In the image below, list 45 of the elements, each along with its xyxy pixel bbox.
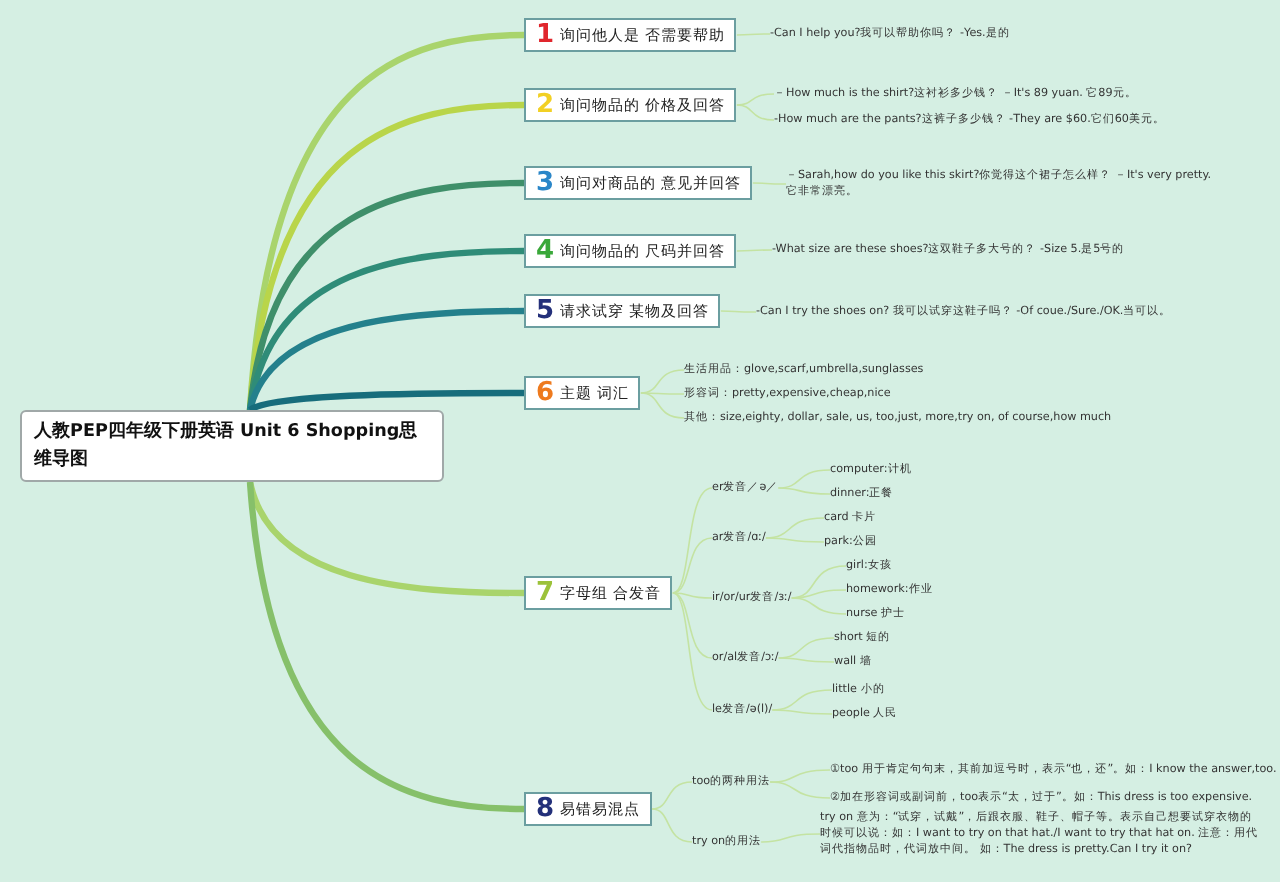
branch-line: [672, 537, 713, 594]
branch-line: [790, 597, 847, 615]
branch-line: [248, 389, 524, 413]
topic-box: [524, 88, 737, 122]
topic-box: [524, 166, 753, 200]
branch-line: [672, 592, 713, 599]
branch-line: [640, 392, 685, 419]
title-box: 人教PEP四年级下册英语 Unit 6 Shopping思维导图: [20, 410, 444, 482]
branch-line: [736, 249, 773, 252]
topic-number: 5: [536, 296, 555, 326]
branch-line: [760, 833, 821, 843]
branch-line: [777, 657, 835, 663]
branch-line: [246, 179, 525, 411]
branch-line: [672, 487, 713, 594]
topic-box: [524, 234, 737, 268]
branch-line: [769, 781, 831, 799]
branch-line: [771, 709, 833, 715]
branch-line: [736, 93, 775, 106]
topic-box: [524, 376, 641, 410]
topic-number: 3: [536, 168, 555, 198]
branch-line: [765, 537, 825, 543]
branch-line: [752, 182, 787, 185]
topic-box: [524, 792, 653, 826]
branch-line: [651, 808, 693, 843]
branch-line: [720, 310, 757, 313]
branch-line: [640, 369, 685, 394]
topic-number: 2: [536, 90, 555, 120]
branch-line: [672, 592, 713, 659]
topic-number: 7: [536, 578, 555, 608]
branch-line: [246, 481, 525, 813]
topic-number: 6: [536, 378, 555, 408]
topic-box: [524, 576, 673, 610]
branch-line: [640, 392, 685, 395]
branch-line: [672, 592, 713, 711]
topic-box: [524, 294, 721, 328]
branch-line: [777, 487, 831, 495]
topic-number: 8: [536, 794, 555, 824]
branch-line: [247, 307, 525, 412]
branch-line: [651, 781, 693, 810]
branch-line: [736, 104, 775, 121]
branch-line: [246, 247, 525, 411]
branch-line: [736, 33, 771, 36]
topic-number: 4: [536, 236, 555, 266]
topic-number: 1: [536, 20, 555, 50]
topic-box: [524, 18, 737, 52]
